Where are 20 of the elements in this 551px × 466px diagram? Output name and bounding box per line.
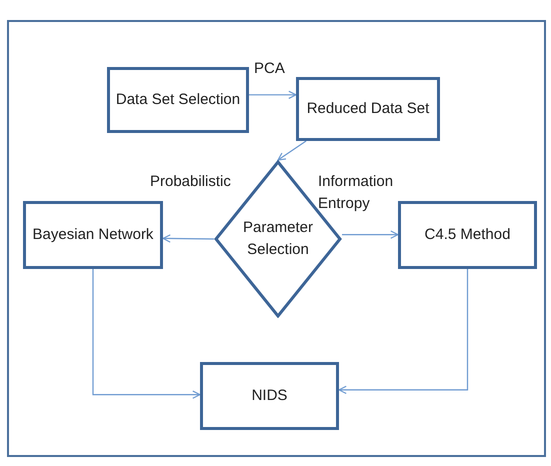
arrow [338,269,468,394]
node-label: NIDS [252,386,288,406]
process-box [23,201,163,269]
edge-label: Probabilistic [150,172,232,192]
arrow [92,269,201,399]
process-box [107,67,249,133]
process-box [296,77,440,141]
node-label: Bayesian Network [32,225,154,245]
arrow [342,230,399,239]
edge-label: PCA [254,59,286,79]
arrow [277,140,306,161]
process-box [398,201,537,269]
edge-label: Information Entropy [318,172,394,214]
node-label: Data Set Selection [116,90,240,110]
node-label: Reduced Data Set [306,99,430,119]
arrow [162,234,214,243]
node-label: Parameter Selection [242,218,314,260]
process-box [200,362,339,430]
arrow [249,90,297,99]
node-label: C4.5 Method [424,225,510,245]
